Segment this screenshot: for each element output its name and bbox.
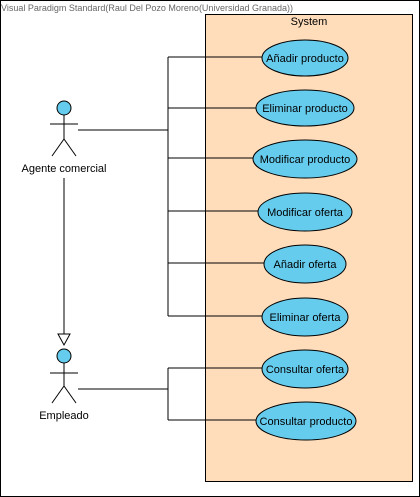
use-case-eliminar-oferta[interactable]: Eliminar oferta	[261, 297, 349, 337]
associations	[78, 56, 264, 421]
use-case-ellipse	[252, 139, 358, 179]
use-cases: Añadir producto Eliminar producto Modifi…	[252, 39, 358, 441]
use-case-label: Añadir producto	[266, 53, 344, 65]
use-case-ellipse	[257, 192, 353, 232]
generalization-arrowhead	[57, 333, 71, 347]
use-case-anadir-producto[interactable]: Añadir producto	[261, 39, 349, 77]
use-case-label: Añadir oferta	[274, 259, 338, 271]
use-case-anadir-oferta[interactable]: Añadir oferta	[263, 244, 347, 284]
actor-agente-comercial[interactable]: Agente comercial	[22, 100, 107, 175]
use-case-ellipse	[261, 39, 349, 77]
actor-empleado-label: Empleado	[39, 410, 89, 422]
actor-empleado-leg-left	[51, 385, 65, 404]
generalization-arrow[interactable]	[57, 178, 71, 347]
actor-agente-head	[56, 100, 72, 116]
use-case-modificar-oferta[interactable]: Modificar oferta	[257, 192, 353, 232]
actor-agente-leg-left	[51, 138, 65, 157]
system-label: System	[291, 16, 328, 28]
use-case-consultar-producto[interactable]: Consultar producto	[255, 401, 357, 441]
use-case-label: Eliminar oferta	[270, 312, 342, 324]
use-case-ellipse	[255, 89, 355, 127]
actor-empleado[interactable]: Empleado	[39, 348, 89, 422]
actor-agente-leg-right	[63, 138, 77, 157]
use-case-label: Modificar oferta	[267, 207, 344, 219]
use-case-ellipse	[263, 244, 347, 284]
use-case-label: Eliminar producto	[262, 103, 348, 115]
use-case-label: Consultar producto	[260, 416, 353, 428]
use-case-consultar-oferta[interactable]: Consultar oferta	[261, 349, 349, 389]
use-case-label: Modificar producto	[260, 154, 351, 166]
use-case-label: Consultar oferta	[266, 364, 345, 376]
actor-empleado-leg-right	[63, 385, 77, 404]
use-case-ellipse	[255, 401, 357, 441]
watermark-text: Visual Paradigm Standard(Raul Del Pozo M…	[1, 3, 293, 13]
use-case-ellipse	[261, 297, 349, 337]
use-case-eliminar-producto[interactable]: Eliminar producto	[255, 89, 355, 127]
actor-empleado-head	[56, 348, 72, 364]
actor-agente-label: Agente comercial	[22, 163, 107, 175]
use-case-modificar-producto[interactable]: Modificar producto	[252, 139, 358, 179]
use-case-ellipse	[261, 349, 349, 389]
